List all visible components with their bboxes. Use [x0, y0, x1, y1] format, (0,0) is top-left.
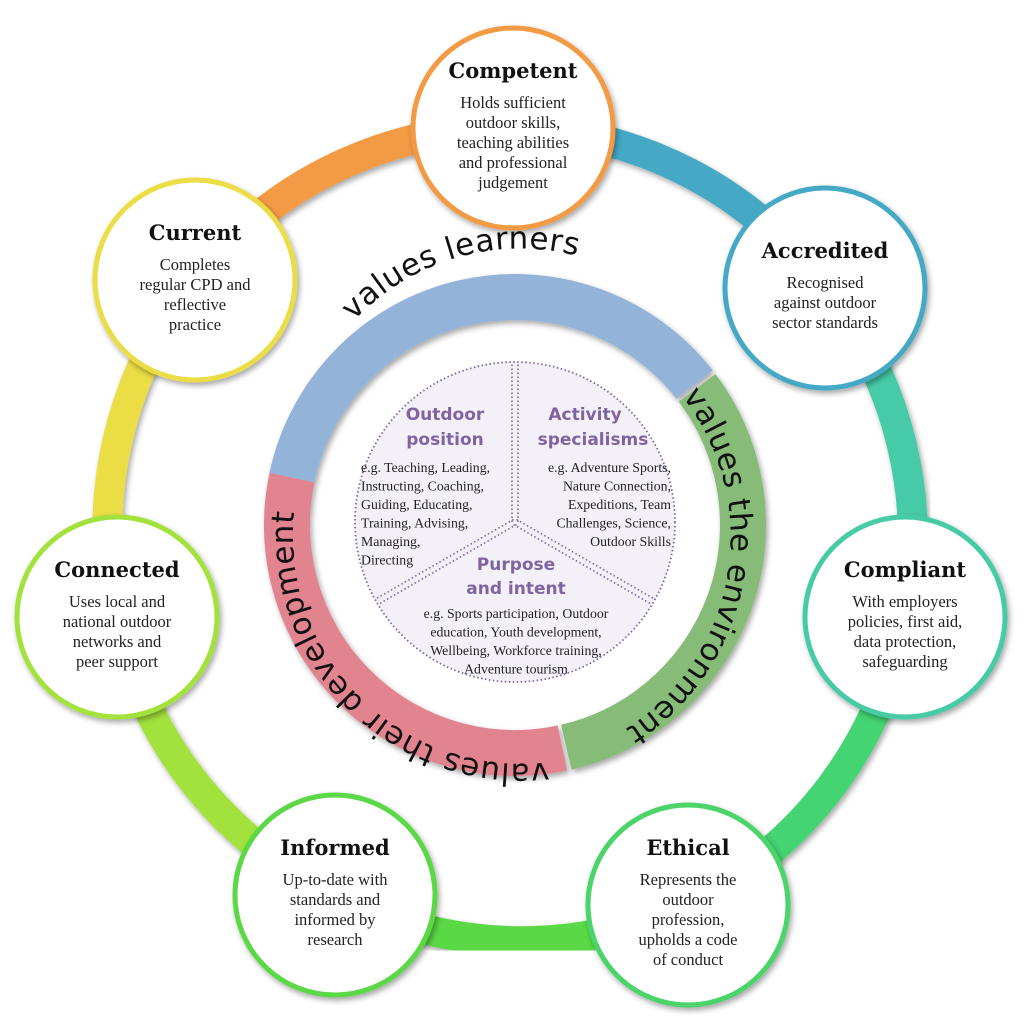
node-description-line: of conduct	[653, 950, 724, 969]
node-description-line: outdoor	[662, 890, 714, 909]
segment-body: e.g. Teaching, Leading, Instructing, Coac…	[361, 460, 490, 568]
core-divider-line	[516, 518, 656, 601]
node-description-line: Recognised	[787, 273, 865, 292]
segment-body-line: Directing	[361, 553, 413, 568]
segment-body: e.g. Adventure Sports, Nature Connection,…	[548, 460, 671, 549]
node-title: Informed	[280, 835, 390, 860]
node-title: Ethical	[646, 835, 729, 860]
segment-body-line: e.g. Sports participation, Outdoor	[424, 606, 609, 621]
segment-body-line: Nature Connection,	[563, 479, 671, 494]
node-circle	[410, 25, 616, 231]
node-description-line: against outdoor	[774, 293, 877, 312]
node-circle	[585, 802, 791, 1008]
node-circle	[14, 514, 220, 720]
segment-activity-specialisms: Activity specialisms e.g. Adventure Spor…	[538, 405, 672, 549]
segment-body-line: e.g. Teaching, Leading,	[361, 460, 490, 475]
node-circle	[722, 185, 928, 391]
node-description-line: networks and	[73, 632, 162, 651]
segment-heading: Outdoor	[406, 405, 485, 425]
node-description-line: practice	[169, 315, 221, 334]
segment-body-line: e.g. Adventure Sports,	[548, 460, 671, 475]
segment-body-line: Wellbeing, Workforce training,	[430, 643, 601, 658]
segment-heading: position	[406, 430, 484, 450]
segment-body: e.g. Sports participation, Outdoor educat…	[424, 606, 609, 677]
node-description-line: Completes	[160, 255, 231, 274]
ring-segment-values-learners	[269, 274, 713, 483]
core-divider-line	[513, 523, 653, 606]
node-circle	[232, 792, 438, 998]
node-description-line: reflective	[164, 295, 226, 314]
core-pie: Outdoor position e.g. Teaching, Leading,…	[354, 361, 676, 683]
node-circle	[92, 177, 298, 383]
node-description-line: Up-to-date with	[283, 870, 389, 889]
node-description-line: research	[308, 930, 364, 949]
node-description-line: and professional	[459, 153, 568, 172]
node-description-line: judgement	[477, 173, 548, 192]
core-divider-line	[377, 523, 517, 606]
node-title: Compliant	[844, 557, 966, 582]
node-description-line: policies, first aid,	[848, 612, 963, 631]
ring-segment-values-environment	[560, 373, 766, 770]
segment-body-line: Outdoor Skills	[590, 534, 671, 549]
node-description-line: peer support	[76, 652, 158, 671]
segment-body-line: Instructing, Coaching,	[361, 479, 484, 494]
ring-segment-values-development	[264, 472, 568, 776]
core-circle	[354, 361, 676, 683]
node-circle	[802, 514, 1008, 720]
segment-body-line: Expeditions, Team	[568, 497, 671, 512]
node-title: Connected	[54, 557, 179, 582]
node-title: Current	[149, 220, 242, 245]
node-description-line: profession,	[652, 910, 725, 929]
core-divider-line	[374, 518, 514, 601]
segment-body-line: Guiding, Educating,	[361, 497, 473, 512]
segment-body-line: Training, Advising,	[361, 516, 468, 531]
node-description-line: national outdoor	[63, 612, 172, 631]
node-description-line: standards and	[290, 890, 381, 909]
node-title: Competent	[448, 58, 577, 83]
node-description-line: Holds sufficient	[460, 93, 566, 112]
segment-body-line: Challenges, Science,	[556, 516, 671, 531]
core-dividers	[374, 362, 656, 606]
node-description-line: teaching abilities	[457, 133, 569, 152]
segment-body-line: Managing,	[361, 534, 420, 549]
node-description-line: regular CPD and	[140, 275, 252, 294]
segment-outdoor-position: Outdoor position e.g. Teaching, Leading,…	[361, 405, 490, 568]
middle-ring	[264, 274, 766, 776]
node-description-line: safeguarding	[862, 652, 947, 671]
segment-purpose-intent: Purpose and intent e.g. Sports participa…	[424, 555, 609, 677]
segment-heading: specialisms	[538, 430, 649, 450]
node-description-line: sector standards	[772, 313, 878, 332]
segment-heading: Activity	[548, 405, 621, 425]
node-description-line: With employers	[852, 592, 957, 611]
node-description-line: Uses local and	[69, 592, 166, 611]
node-description-line: upholds a code	[639, 930, 738, 949]
node-description-line: data protection,	[854, 632, 957, 651]
node-description-line: informed by	[294, 910, 376, 929]
segment-body-line: Adventure tourism	[464, 662, 568, 677]
segment-heading: Purpose	[477, 555, 555, 575]
node-title: Accredited	[761, 238, 889, 263]
node-description-line: Represents the	[640, 870, 737, 889]
segment-heading: and intent	[466, 579, 565, 599]
node-description-line: outdoor skills,	[466, 113, 560, 132]
segment-body-line: education, Youth development,	[430, 625, 601, 640]
